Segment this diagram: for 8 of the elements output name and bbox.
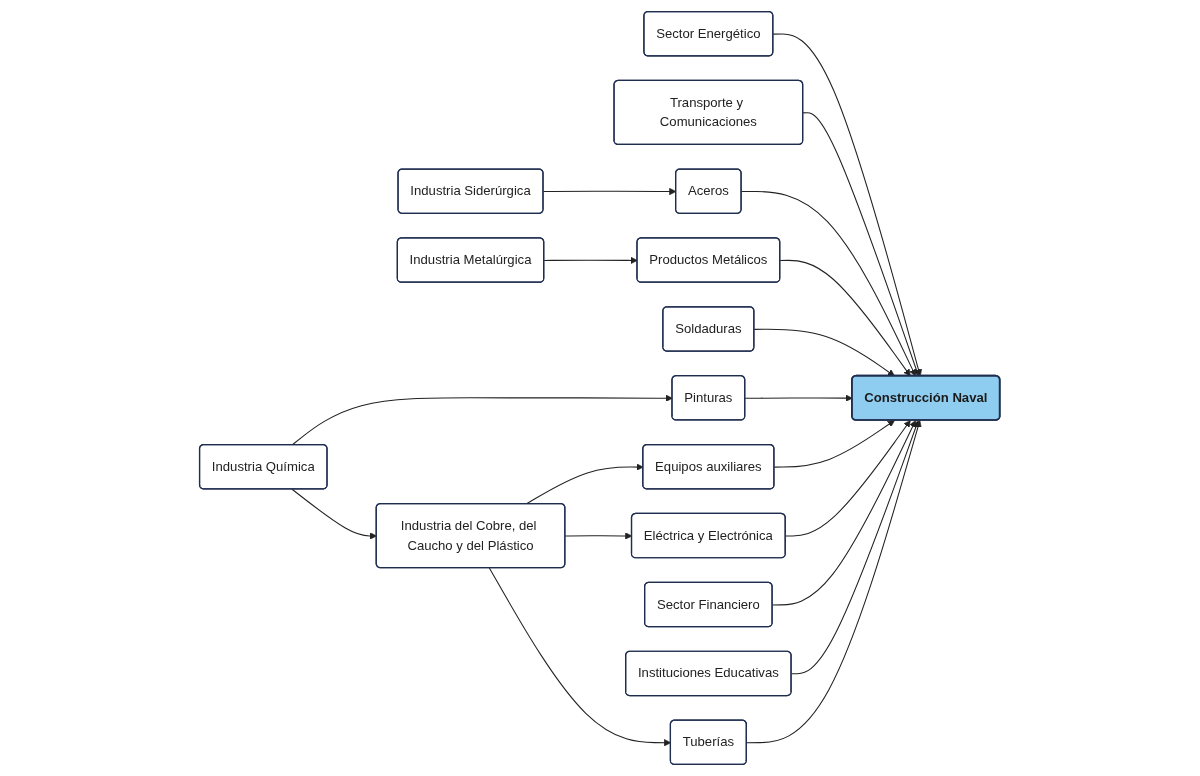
- arrow: [525, 463, 644, 505]
- arrow: [741, 190, 917, 377]
- arrow: [785, 420, 912, 537]
- arrow: [746, 420, 922, 744]
- arrow: [772, 420, 917, 606]
- arrow: [774, 420, 896, 468]
- arrow: [754, 328, 896, 377]
- arrow: [773, 33, 923, 377]
